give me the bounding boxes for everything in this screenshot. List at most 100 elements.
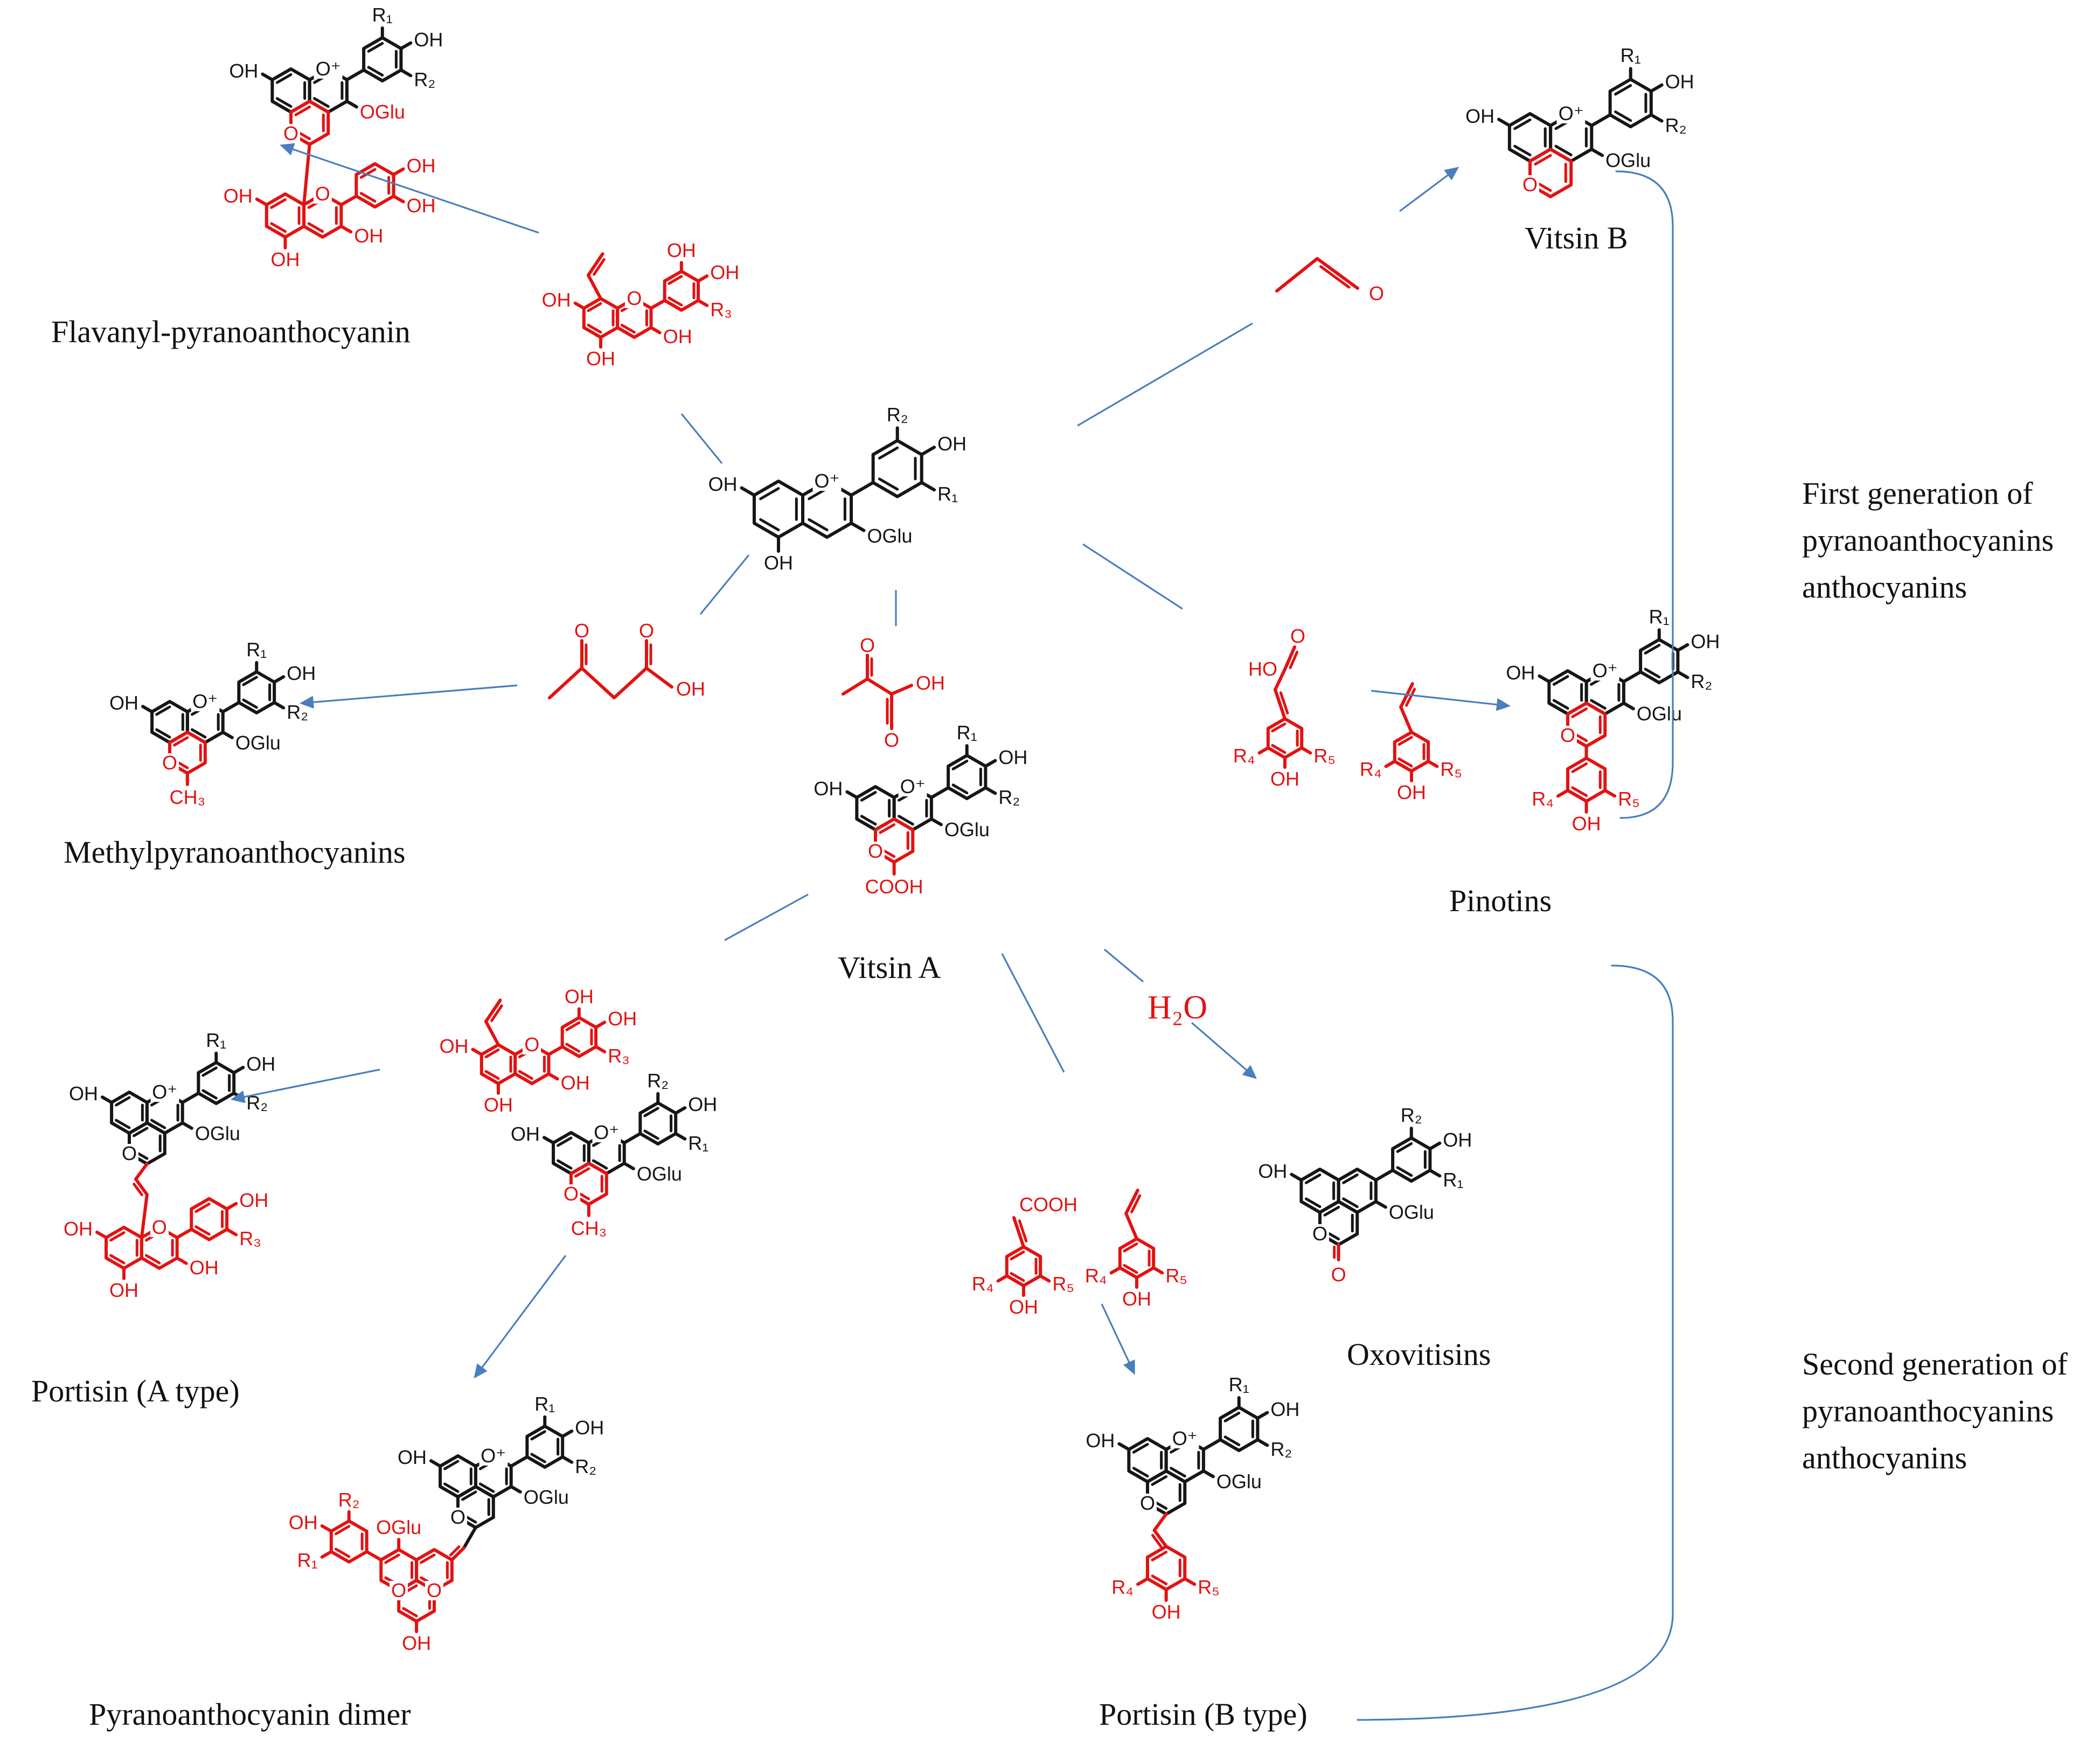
atom-label-portisin-a: O — [150, 1217, 169, 1237]
compound-name-vitsin-a: Vitsin A — [838, 950, 941, 985]
atom-label-pyranoanthocyanin-dimer: R₂ — [338, 1488, 360, 1511]
atom-label-pyranoanthocyanin-dimer: OH — [402, 1632, 432, 1654]
atom-label-acetoacetic-acid: O — [574, 620, 590, 642]
structure-coumaric-acid — [996, 1216, 1051, 1297]
atom-label-pyranoanthocyanin-dimer: OH — [575, 1417, 604, 1439]
first-generation-line-3: anthocyanins — [1802, 570, 1967, 605]
compound-name-oxovitisins: Oxovitisins — [1347, 1337, 1491, 1372]
second-generation-label: Second generation of pyranoanthocyanins … — [1802, 1341, 2068, 1481]
atom-label-pyranoanthocyanin-dimer: OH — [397, 1446, 427, 1469]
atom-label-vitsin-b: O — [1520, 175, 1540, 195]
atom-label-vitsin-a: OH — [998, 746, 1028, 768]
atom-label-pinotins: R₂ — [1691, 670, 1713, 693]
atom-label-methylpyranoanthocyanin-2: CH₃ — [571, 1217, 607, 1239]
atom-label-flavanyl-pyranoanthocyanin: OH — [414, 28, 443, 51]
second-generation-line-3: anthocyanins — [1802, 1440, 1967, 1475]
atom-label-portisin-b: OH — [1086, 1429, 1115, 1452]
atom-label-portisin-a: OH — [246, 1053, 276, 1075]
atom-label-hydroxycinnamic-acid: R₄ — [1233, 745, 1255, 767]
structure-pyruvic-acid — [842, 654, 913, 730]
atom-label-portisin-a: OH — [68, 1082, 98, 1105]
atom-label-pinotins: R₁ — [1649, 606, 1670, 628]
atom-label-pinotins: OH — [1571, 813, 1601, 835]
atom-label-vinylphenol-1: R₄ — [1359, 758, 1382, 781]
atom-label-hydroxycinnamic-acid: HO — [1248, 658, 1277, 681]
atom-label-vinylcatechin-2: OH — [608, 1008, 637, 1030]
atom-label-vitsin-b: O⁺ — [1556, 104, 1586, 123]
atom-label-pyranoanthocyanin-dimer: R₁ — [297, 1549, 318, 1571]
reaction-arrow-vitsin-a-to-portisin-b — [1101, 1303, 1135, 1375]
atom-label-portisin-b: R₂ — [1270, 1438, 1292, 1461]
compound-name-methylpyranoanthocyanins: Methylpyranoanthocyanins — [64, 835, 406, 870]
reaction-arrow-vitsin-a-to-portisin-b — [1001, 953, 1065, 1073]
atom-label-anthocyanin-core: OH — [937, 433, 967, 455]
atom-label-oxovitisins: O — [1310, 1224, 1330, 1244]
atom-label-methylpyranoanthocyanin-2: OH — [510, 1123, 540, 1146]
atom-label-flavanyl-pyranoanthocyanin: OH — [406, 195, 436, 217]
structure-vinylphenol-1 — [1384, 682, 1439, 782]
atom-label-pyranoanthocyanin-dimer: O — [448, 1508, 468, 1527]
atom-label-flavanyl-pyranoanthocyanin: OH — [406, 154, 436, 177]
atom-label-vitsin-a: COOH — [865, 876, 923, 898]
second-generation-line-2: pyranoanthocyanins — [1802, 1393, 2054, 1428]
second-generation-bracket — [1357, 964, 1674, 1721]
atom-label-portisin-a: O — [120, 1144, 139, 1163]
atom-label-portisin-b: R₄ — [1111, 1576, 1134, 1599]
first-generation-label: First generation of pyranoanthocyanins a… — [1802, 470, 2054, 610]
atom-label-pinotins: OGlu — [1636, 703, 1682, 725]
reaction-arrow-anthocyanin-core-to-pinotins — [1371, 690, 1511, 711]
atom-label-vinylphenol-1: R₅ — [1440, 758, 1462, 781]
reaction-arrow-vitsin-a-to-oxovitisins — [1103, 948, 1144, 983]
atom-label-vinylcatechin-1: O — [625, 289, 644, 308]
atom-label-methylpyranoanthocyanins: OGlu — [235, 731, 281, 754]
reaction-arrow-methylpyranoanthocyanin-2-to-pyranoanthocyanin-dimer — [474, 1255, 567, 1379]
reaction-arrow-vitsin-a-to-portisin-a — [724, 893, 809, 941]
reaction-arrow-anthocyanin-core-to-vitsin-b — [1399, 166, 1459, 212]
structure-vinylphenol-2 — [1109, 1189, 1164, 1289]
atom-label-vitsin-b: OH — [1665, 70, 1694, 93]
atom-label-vinylcatechin-1: OH — [710, 261, 740, 284]
atom-label-coumaric-acid: OH — [1009, 1296, 1038, 1318]
atom-label-oxovitisins: R₂ — [1400, 1104, 1422, 1126]
atom-label-pyruvic-acid: O — [884, 729, 900, 751]
atom-label-pinotins: OH — [1506, 661, 1535, 684]
atom-label-vitsin-b: OH — [1465, 105, 1495, 127]
structure-methylpyranoanthocyanins — [141, 661, 286, 786]
atom-label-portisin-a: O⁺ — [150, 1082, 179, 1102]
atom-label-methylpyranoanthocyanin-2: OH — [688, 1093, 718, 1116]
atom-label-portisin-a: R₃ — [239, 1227, 261, 1250]
structure-vinylcatechin-2 — [471, 998, 607, 1095]
atom-label-oxovitisins: O — [1331, 1264, 1346, 1286]
atom-label-pinotins: R₅ — [1618, 788, 1640, 810]
atom-label-vinylphenol-2: R₅ — [1165, 1265, 1187, 1287]
reaction-arrow-anthocyanin-core-to-flavanyl-pyranoanthocyanin — [280, 143, 539, 234]
atom-label-methylpyranoanthocyanins: O — [160, 753, 179, 773]
atom-label-portisin-b: R₁ — [1228, 1373, 1249, 1396]
atom-label-portisin-b: O⁺ — [1170, 1429, 1199, 1448]
structure-portisin-a — [95, 1051, 245, 1280]
atom-label-methylpyranoanthocyanin-2: R₂ — [647, 1069, 669, 1092]
atom-label-vinylcatechin-2: O — [523, 1035, 541, 1054]
atom-label-hydroxycinnamic-acid: O — [1290, 624, 1306, 647]
atom-label-pyranoanthocyanin-dimer: R₁ — [534, 1392, 555, 1415]
atom-label-methylpyranoanthocyanin-2: O⁺ — [592, 1123, 621, 1142]
atom-label-flavanyl-pyranoanthocyanin: O⁺ — [314, 59, 343, 79]
first-generation-line-1: First generation of — [1802, 476, 2033, 511]
atom-label-pinotins: O — [1558, 726, 1577, 745]
structure-pinotins — [1538, 628, 1689, 814]
atom-label-vitsin-a: OH — [813, 777, 843, 800]
structure-anthocyanin-core — [740, 426, 936, 553]
atom-label-portisin-a: OH — [63, 1217, 93, 1240]
atom-label-methylpyranoanthocyanins: O⁺ — [191, 692, 220, 711]
atom-label-vinylcatechin-2: OH — [560, 1072, 590, 1094]
atom-label-vitsin-a: R₁ — [956, 721, 977, 744]
atom-label-pyruvic-acid: O — [859, 634, 875, 656]
atom-label-vitsin-a: O — [866, 842, 885, 861]
atom-label-vitsin-b: R₁ — [1620, 44, 1641, 67]
atom-label-methylpyranoanthocyanin-2: OGlu — [636, 1162, 682, 1185]
atom-label-vinylcatechin-2: OH — [439, 1035, 469, 1057]
atom-label-pinotins: OH — [1691, 630, 1720, 653]
atom-label-vitsin-a: O⁺ — [898, 777, 927, 796]
atom-label-oxovitisins: OGlu — [1388, 1201, 1434, 1224]
